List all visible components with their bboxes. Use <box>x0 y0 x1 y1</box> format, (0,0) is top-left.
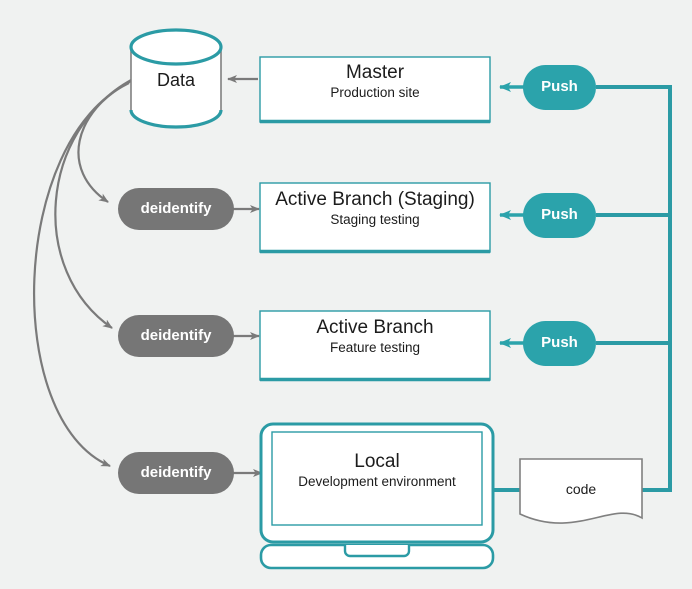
deidentify-pill-staging[interactable] <box>118 188 234 230</box>
deidentify-pill-local[interactable] <box>118 452 234 494</box>
env-box-active-branch[interactable] <box>259 310 491 382</box>
env-box-active-branch-staging[interactable] <box>259 182 491 254</box>
code-document[interactable] <box>519 458 643 524</box>
push-arrows <box>499 82 524 348</box>
push-bus-connector <box>596 85 672 492</box>
env-box-master[interactable] <box>259 56 491 124</box>
data-cylinder[interactable] <box>129 28 223 129</box>
data-deidentify-curves <box>33 78 134 468</box>
laptop-local[interactable] <box>259 422 495 570</box>
deidentify-pill-feature[interactable] <box>118 315 234 357</box>
push-pill-feature[interactable] <box>523 321 596 366</box>
push-pill-master[interactable] <box>523 65 596 110</box>
push-pill-staging[interactable] <box>523 193 596 238</box>
